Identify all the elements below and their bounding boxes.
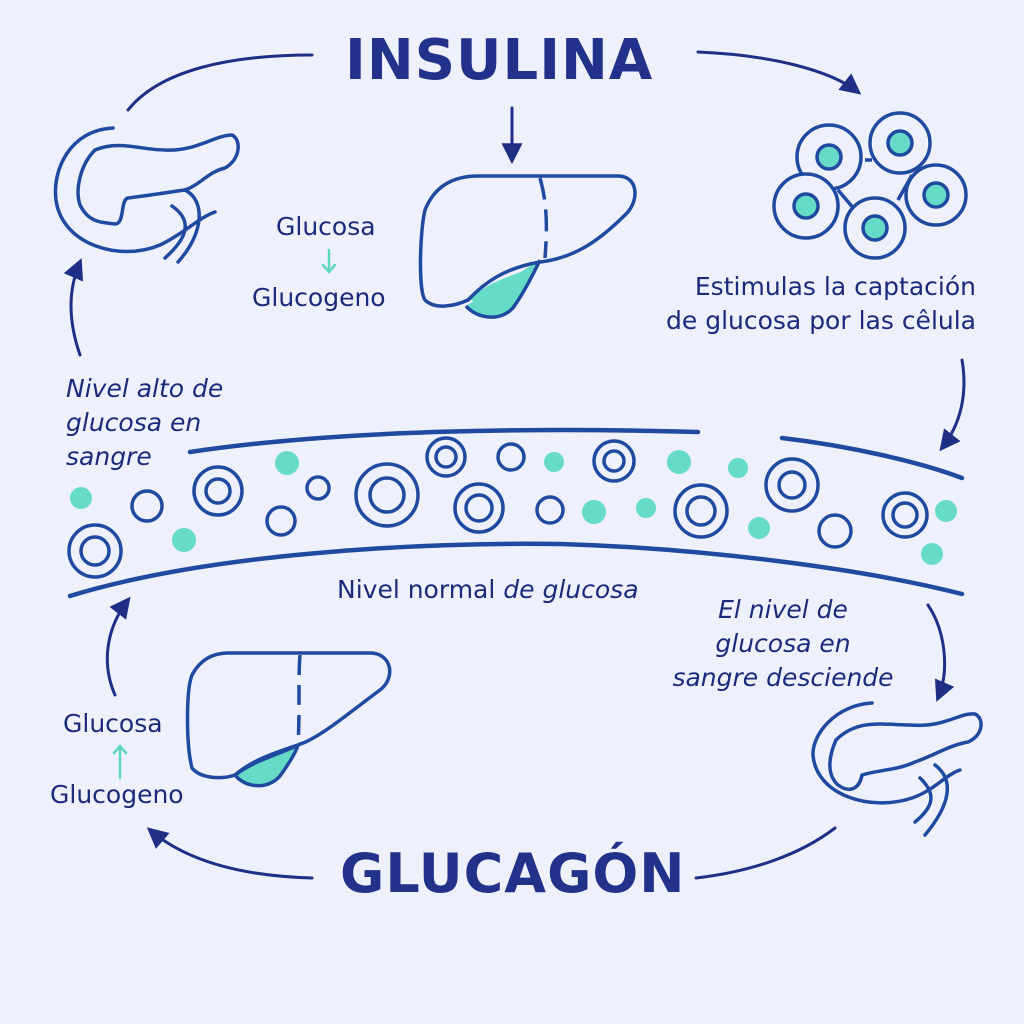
high-glucose-line: sangre [66,442,152,471]
arrow-glycogen-to-glucose [112,744,128,780]
high-glucose-line: glucosa en [66,408,202,437]
normal-level-label: Nivel normal de glucosa [337,573,639,607]
arrow-liver-to-vessel [105,596,131,697]
cells-caption-line: de glucosa por las cêlula [666,306,976,335]
insulin-title: INSULINA [345,28,654,93]
blood-vessel-icon [67,427,965,599]
cells-icon [772,111,968,260]
high-glucose-label: Nivel alto de glucosa en sangre [66,372,223,474]
glucose-descends-label: El nivel de glucosa en sangre desciende [650,593,916,695]
pancreas-icon [53,126,240,264]
arrow-cells-to-vessel [939,358,966,452]
arrow-high-to-pancreas [63,258,84,357]
descends-line: sangre desciende [672,663,894,692]
bottom-liver-glucose-label: Glucosa [63,709,163,738]
arrow-pancreas-to-glucagon [694,826,837,880]
arrow-insulin-to-cells [696,50,862,95]
high-glucose-line: Nivel alto de [66,374,224,403]
cells-caption-line: Estimulas la captación [694,272,976,301]
arrow-glucose-to-glycogen [321,248,337,274]
arrow-vessel-to-pancreas [926,603,955,702]
descends-line: glucosa en [715,629,851,658]
top-liver-glycogen-label: Glucogeno [252,283,386,312]
liver-icon [185,651,392,788]
arrow-insulin-to-pancreas [126,53,314,112]
bottom-liver-glycogen-label: Glucogeno [50,780,184,809]
normal-level-text: Nivel normal [337,575,504,604]
arrow-glucagon-to-liver [146,827,314,880]
glucagon-title: GLUCAGÓN [340,842,686,905]
normal-level-text-italic: de glucosa [503,575,639,604]
pancreas-icon [811,701,983,837]
top-liver-glucose-label: Glucosa [276,212,376,241]
cells-caption: Estimulas la captación de glucosa por la… [620,270,976,338]
descends-line: El nivel de [718,595,848,624]
liver-icon [418,174,637,319]
